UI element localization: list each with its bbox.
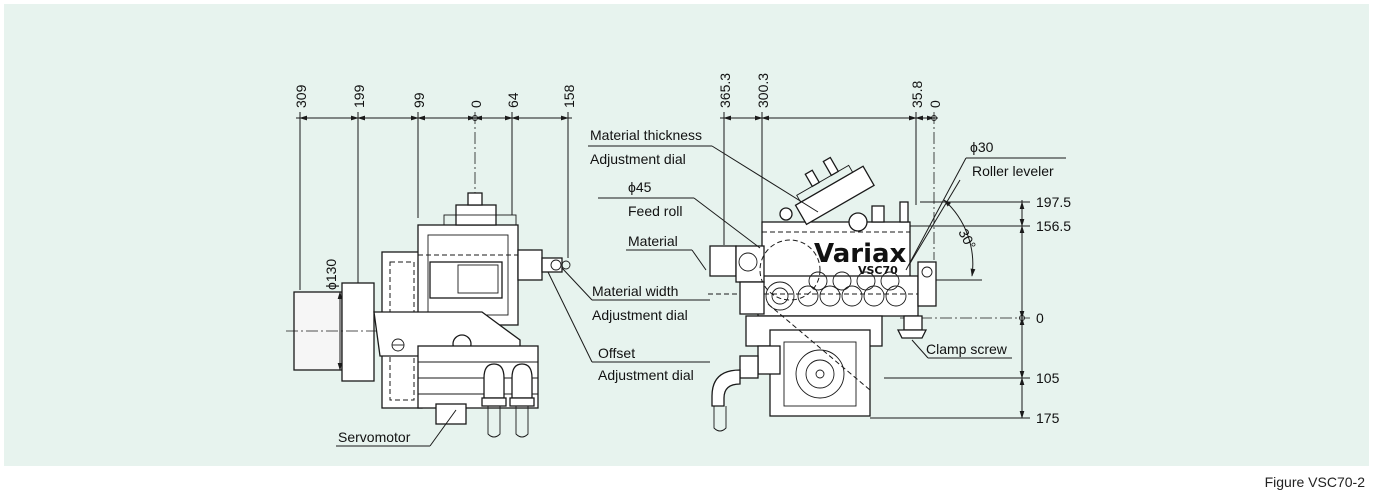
- left-housing: [373, 192, 571, 438]
- left-leaders: [336, 267, 710, 447]
- leveler-body: Variax VSC70: [708, 156, 937, 432]
- material-width-dial-label: Adjustment dial: [592, 307, 688, 323]
- variax-logo: Variax: [814, 239, 907, 269]
- roller-leveler-label: Roller leveler: [972, 163, 1054, 179]
- roller-diameter: ϕ30: [970, 139, 994, 155]
- right-view: 365.3 300.3 35.8 0 197.5 156.5: [588, 73, 1071, 432]
- material-thickness-dial-label: Adjustment dial: [590, 151, 686, 167]
- dim-99: 99: [411, 92, 427, 108]
- feed-roll-label: Feed roll: [628, 203, 682, 219]
- servomotor-label: Servomotor: [338, 429, 411, 445]
- dia-130: ϕ130: [323, 259, 339, 290]
- dim-64: 64: [505, 92, 521, 108]
- dim-197-5: 197.5: [1036, 194, 1071, 210]
- offset-label: Offset: [598, 345, 635, 361]
- right-side-dimensions: 197.5 156.5 0 105 175: [870, 194, 1071, 426]
- dim-156-5: 156.5: [1036, 218, 1071, 234]
- dim-105: 105: [1036, 370, 1060, 386]
- material-width-label: Material width: [592, 283, 678, 299]
- figure-caption: Figure VSC70-2: [1264, 474, 1365, 490]
- offset-dial-label: Adjustment dial: [598, 367, 694, 383]
- dim-175: 175: [1036, 410, 1060, 426]
- left-view: 309 199 99 0 64 158 ϕ130: [286, 84, 710, 447]
- dim-309: 309: [293, 84, 309, 108]
- angle-label: 30°: [955, 226, 979, 252]
- feed-roll-diameter: ϕ45: [628, 179, 652, 195]
- dim-0-right: 0: [927, 100, 943, 108]
- angle-30: 30°: [899, 179, 982, 281]
- vsc70-logo: VSC70: [858, 264, 898, 277]
- dim-300-3: 300.3: [755, 73, 771, 108]
- material-label: Material: [628, 233, 678, 249]
- material-thickness-label: Material thickness: [590, 127, 702, 143]
- dim-365-3: 365.3: [717, 73, 733, 108]
- dim-35-8: 35.8: [909, 81, 925, 108]
- right-top-dimensions: 365.3 300.3 35.8 0: [717, 73, 943, 260]
- dim-199: 199: [351, 84, 367, 108]
- dim-158: 158: [561, 84, 577, 108]
- dim-0-left: 0: [468, 100, 484, 108]
- servomotor-body: ϕ130: [286, 259, 460, 382]
- right-leaders: [588, 145, 1066, 359]
- clamp-screw-label: Clamp screw: [926, 341, 1008, 357]
- drawing-panel: [4, 4, 1369, 466]
- dim-0-vertical: 0: [1036, 310, 1044, 326]
